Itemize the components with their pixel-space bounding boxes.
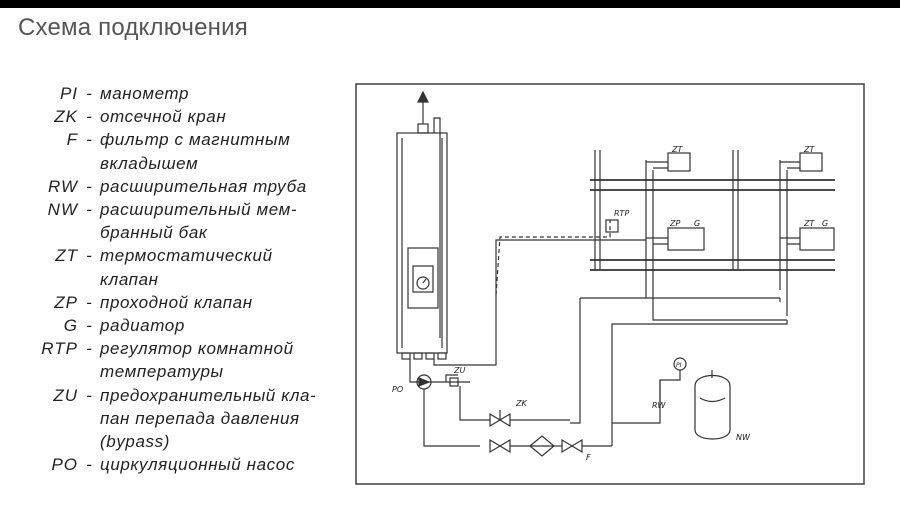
label-zt-upper-left: ZT — [671, 145, 683, 154]
legend-code: G — [63, 316, 78, 336]
legend-row: ZT-термостатический клапан — [18, 244, 348, 290]
legend-description: отсечной кран — [96, 105, 348, 128]
legend-description: циркуляционный насос — [96, 453, 348, 476]
legend-row: ZP-проходной клапан — [18, 291, 348, 314]
legend-description: расширительная труба — [96, 175, 348, 198]
boiler-outlet-pipe — [433, 117, 441, 338]
legend-description-line: температуры — [100, 362, 224, 382]
building-floors — [590, 150, 835, 271]
radiator-lower-right — [799, 227, 835, 251]
label-f: F — [586, 453, 591, 462]
legend-row: RW-расширительная труба — [18, 175, 348, 198]
legend-description-line: бранный бак — [100, 223, 208, 243]
radiator-upper-left — [667, 152, 691, 172]
legend-description: предохранительный кла-пан перепада давле… — [96, 384, 348, 454]
legend-code: RW — [47, 176, 78, 196]
legend-dash: - — [86, 107, 92, 127]
legend-dash: - — [86, 385, 92, 405]
legend-description-line: расширительная труба — [100, 176, 307, 196]
label-zt-lower-right: ZT — [803, 219, 815, 228]
expansion-tank — [694, 370, 731, 440]
legend-dash: - — [86, 292, 92, 312]
legend-code: ZT — [55, 246, 78, 266]
legend-description-line: проходной клапан — [100, 292, 253, 312]
legend-code: ZK — [54, 107, 78, 127]
legend-description-line: пан перепада давления — [100, 408, 300, 428]
return-pipe — [611, 320, 788, 424]
label-zt-upper-right: ZT — [803, 145, 815, 154]
rtp-box — [605, 219, 619, 233]
legend-row: G-радиатор — [18, 314, 348, 337]
legend-row: PO-циркуляционный насос — [18, 453, 348, 476]
legend-row: PI-манометр — [18, 82, 348, 105]
boiler — [396, 90, 448, 360]
legend-description: регулятор комнатной температуры — [96, 337, 348, 383]
legend-row: ZU-предохранительный кла-пан перепада да… — [18, 384, 348, 454]
legend-description-line: манометр — [100, 84, 190, 103]
rtp-control-line — [495, 220, 611, 296]
legend-description: радиатор — [96, 314, 348, 337]
legend-code: F — [66, 130, 78, 150]
legend-code: PO — [51, 455, 78, 475]
legend-description-line: отсечной кран — [100, 107, 227, 127]
radiator-upper-right — [799, 152, 823, 172]
radiator-lower-left — [667, 227, 705, 251]
top-black-bar — [0, 0, 900, 8]
manometer — [673, 357, 687, 371]
legend-description: манометр — [96, 82, 348, 105]
legend-dash: - — [86, 339, 92, 359]
legend-description-line: расширительный мем- — [100, 200, 298, 220]
legend-description: термостатический клапан — [96, 244, 348, 290]
supply-pipe — [433, 239, 646, 366]
legend-code: ZU — [53, 385, 78, 405]
label-g-right: G — [822, 219, 828, 228]
label-nw: NW — [736, 433, 751, 442]
legend-description: фильтр с магнитным вкладышем — [96, 128, 348, 174]
legend-row: F-фильтр с магнитным вкладышем — [18, 128, 348, 174]
label-zk: ZK — [515, 399, 527, 408]
label-po: PO — [392, 385, 403, 394]
legend-dash: - — [86, 84, 92, 103]
legend-description-line: циркуляционный насос — [100, 455, 295, 475]
label-pi: PI — [676, 362, 682, 369]
legend-row: NW-расширительный мем-бранный бак — [18, 198, 348, 244]
legend-code: NW — [47, 200, 78, 220]
legend-description-line: вкладышем — [100, 153, 199, 173]
legend-description-line: предохранительный кла- — [100, 385, 317, 405]
legend-dash: - — [86, 455, 92, 475]
legend-description-line: регулятор комнатной — [100, 339, 294, 359]
legend-description-line: фильтр с магнитным — [100, 130, 291, 150]
legend-dash: - — [86, 316, 92, 336]
legend-dash: - — [86, 130, 92, 150]
legend-row: ZK-отсечной кран — [18, 105, 348, 128]
lower-return-pipe — [423, 389, 480, 447]
legend-dash: - — [86, 176, 92, 196]
label-g-left: G — [694, 219, 700, 228]
legend-description: проходной клапан — [96, 291, 348, 314]
diagram-frame — [355, 83, 865, 485]
label-rtp: RTP — [614, 209, 629, 218]
legend-dash: - — [86, 200, 92, 220]
legend-description-line: клапан — [100, 269, 159, 289]
page-title: Схема подключения — [18, 14, 248, 41]
legend-code: ZP — [54, 292, 78, 312]
label-rw: RW — [652, 401, 667, 410]
legend-row: RTP-регулятор комнатной температуры — [18, 337, 348, 383]
label-zp: ZP — [669, 219, 680, 228]
expansion-pipe — [637, 370, 681, 424]
legend-code: RTP — [41, 339, 78, 359]
label-zu: ZU — [453, 366, 465, 375]
legend-description: расширительный мем-бранный бак — [96, 198, 348, 244]
legend-code: PI — [59, 84, 78, 103]
legend-dash: - — [86, 246, 92, 266]
legend-description-line: радиатор — [100, 316, 185, 336]
connection-diagram: ZT ZT ZT RTP ZP G G PI RW NW ZK ZU PO F — [355, 83, 865, 485]
legend-description-line: термостатический — [100, 246, 273, 266]
legend-description-line: (bypass) — [100, 432, 170, 452]
